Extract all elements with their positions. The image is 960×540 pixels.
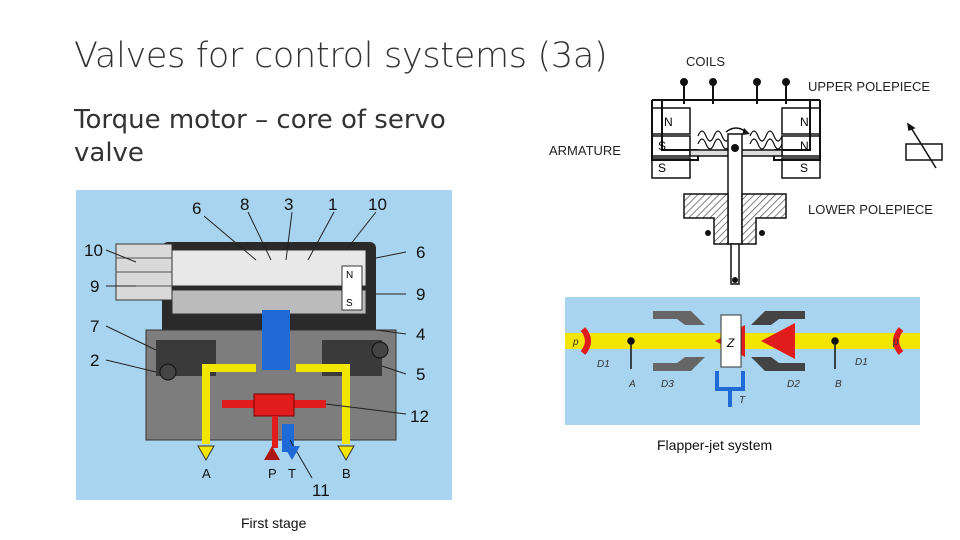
label-t: T <box>739 395 746 406</box>
lower-polepiece-label: LOWER POLEPIECE <box>808 202 933 217</box>
port-p-label: P <box>268 466 277 481</box>
upper-polepiece-label: UPPER POLEPIECE <box>808 79 931 94</box>
label-b: B <box>835 379 842 390</box>
first-stage-diagram: N S 6 8 3 1 10 10 9 7 2 <box>76 190 452 500</box>
armature-label: ARMATURE <box>549 143 621 158</box>
coils-label: COILS <box>686 54 726 69</box>
fs-pole-s: S <box>346 298 353 309</box>
pole-s-lower-right: S <box>800 161 808 175</box>
part-number-right-2: 9 <box>416 285 425 304</box>
slide-subtitle: Torque motor – core of servo valve <box>74 105 446 168</box>
port-b-triangle <box>337 445 355 462</box>
part-number-left-4: 2 <box>90 351 99 370</box>
coils <box>697 130 783 150</box>
port-t-label: T <box>288 466 296 481</box>
label-d1-left: D1 <box>597 359 610 370</box>
pole-s-lower-left: S <box>658 161 666 175</box>
flapper-jet-panel <box>565 297 920 425</box>
part-number-top-2: 8 <box>240 195 249 214</box>
slide-title: Valves for control systems (3a) <box>74 36 608 76</box>
lower-polepiece-right <box>741 193 787 245</box>
pole-n-right: N <box>800 139 809 153</box>
part-number-top-1: 6 <box>192 199 201 218</box>
coil-wires <box>680 78 790 104</box>
part-number-left-1: 10 <box>84 241 103 260</box>
red-spool <box>253 393 295 417</box>
part-number-top-4: 1 <box>328 195 337 214</box>
flapper-jet-diagram: Z p p D1 D1 A D3 D2 B T <box>565 297 920 425</box>
part-number-right-3: 4 <box>416 325 425 344</box>
label-d1-right: D1 <box>855 357 868 368</box>
fs-pole-n: N <box>346 270 353 281</box>
part-number-left-3: 7 <box>90 317 99 336</box>
part-number-top-5: 10 <box>368 195 387 214</box>
pole-n-upper-left: N <box>664 115 673 129</box>
port-b-label: B <box>342 466 351 481</box>
lower-polepiece-left <box>683 193 729 245</box>
flapper-z <box>720 314 742 368</box>
port-a-label: A <box>202 466 211 481</box>
label-d3: D3 <box>661 379 674 390</box>
label-a: A <box>628 379 636 390</box>
part-number-top-3: 3 <box>284 195 293 214</box>
label-z: Z <box>726 336 735 350</box>
hydraulic-lines <box>202 364 350 444</box>
port-p-triangle <box>264 446 280 460</box>
port-a-triangle <box>197 445 215 462</box>
part-number-bottom: 11 <box>312 481 330 500</box>
port-t-triangle <box>284 446 300 460</box>
label-p-right: p <box>892 337 899 348</box>
label-d2: D2 <box>787 379 800 390</box>
torque-motor-diagram: N N S N S S <box>651 78 943 285</box>
pole-s-left: S <box>658 139 666 153</box>
part-number-right-1: 6 <box>416 243 425 262</box>
flapper-tip <box>730 243 740 285</box>
magnet-left <box>651 107 691 135</box>
first-stage-caption: First stage <box>241 515 307 531</box>
part-number-right-5: 12 <box>410 407 429 426</box>
flapper-jet-caption: Flapper-jet system <box>657 437 773 453</box>
blue-channel <box>262 310 290 370</box>
label-p-left: p <box>572 337 579 348</box>
variable-resistor-symbol <box>905 122 943 169</box>
magnet-right <box>781 107 821 135</box>
pole-n-upper-right: N <box>800 115 809 129</box>
part-number-right-4: 5 <box>416 365 425 384</box>
part-number-left-2: 9 <box>90 277 99 296</box>
